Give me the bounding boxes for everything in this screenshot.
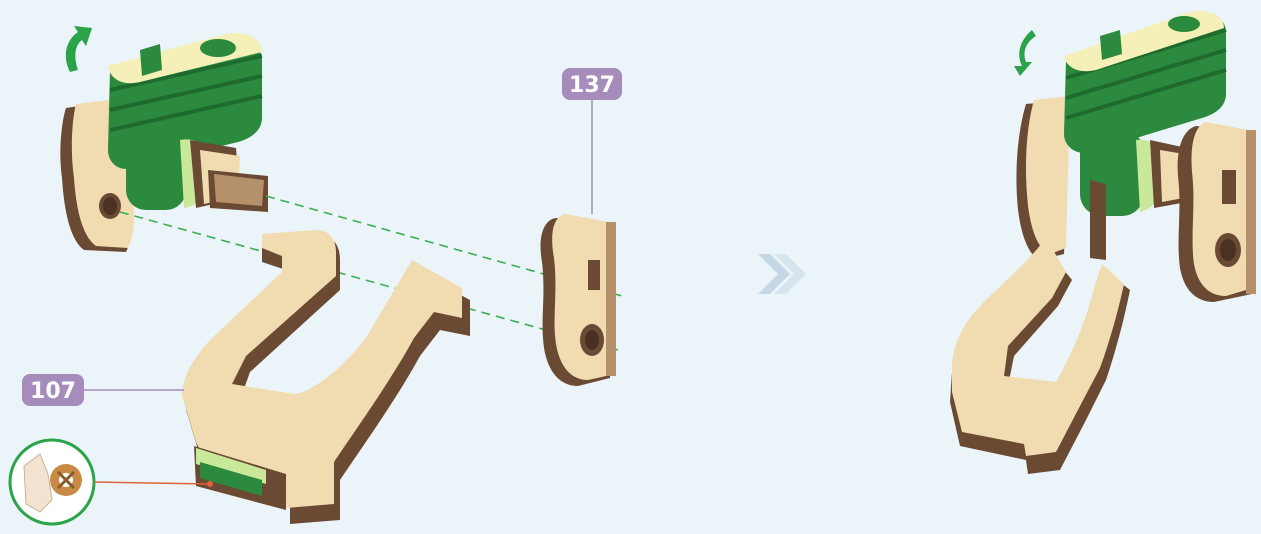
axle-left	[126, 130, 268, 212]
part-107-bracket	[182, 230, 470, 524]
sandpaper-and-gear-icon	[10, 440, 213, 524]
double-chevron-right-icon	[758, 254, 806, 294]
curved-arrow-up-icon	[66, 26, 92, 72]
assembled-side-plate-left	[1016, 96, 1070, 260]
assembled-part-137	[1178, 122, 1256, 302]
curved-arrow-down-icon	[1014, 30, 1036, 76]
part-number-137: 137	[569, 73, 615, 98]
part-label-137: 137	[562, 68, 622, 214]
part-number-107: 107	[30, 379, 76, 404]
part-137-plate	[541, 214, 616, 386]
part-label-107: 107	[22, 374, 184, 406]
